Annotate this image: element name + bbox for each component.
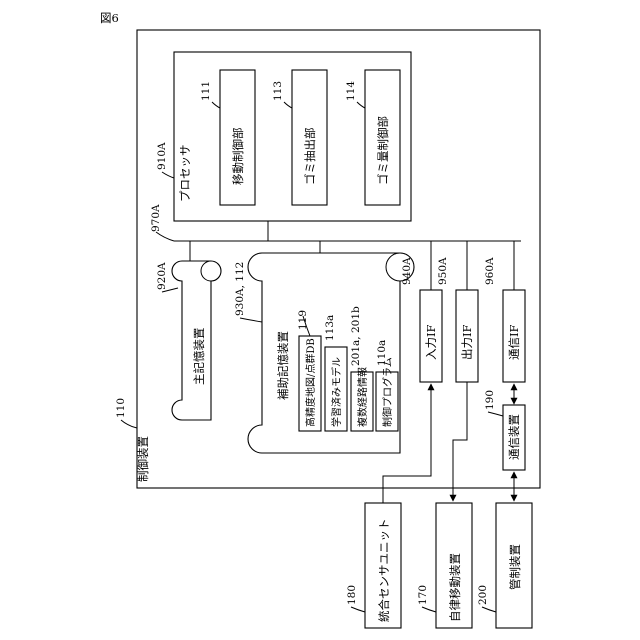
garbage-extract-ref: 113 (272, 81, 284, 101)
processor-label: プロセッサ (178, 145, 192, 203)
processor-ref: 910A (156, 142, 168, 170)
aux-storage-ref: 930A, 112 (234, 262, 246, 316)
input-if-ref: 940A (401, 257, 413, 285)
main-storage-ref: 920A (156, 262, 168, 290)
multi-route-ref: 201a, 201b (350, 306, 362, 366)
control-device-ref: 110 (115, 398, 127, 418)
aux-storage-label: 補助記憶装置 (276, 331, 290, 400)
management-device-label: 管制装置 (508, 544, 522, 590)
management-device-leader (482, 607, 496, 612)
autonomous-device-label: 自律移動装置 (448, 553, 462, 622)
garbage-amount-ref: 114 (345, 81, 357, 101)
output-if-label: 出力IF (460, 324, 474, 360)
hd-map-ref: 119 (297, 310, 309, 330)
autonomous-device-ref: 170 (417, 585, 429, 605)
comm-device-ref: 190 (484, 390, 496, 410)
sensor-unit-ref: 180 (346, 585, 358, 605)
main-storage-label: 主記憶装置 (192, 328, 206, 386)
garbage-amount-label: ゴミ量制御部 (376, 116, 390, 185)
control-device-leader (121, 420, 137, 428)
multi-route-label: 複数経路情報 (356, 367, 369, 427)
sensor-unit-label: 統合センサユニット (377, 519, 391, 623)
comm-device-label: 通信装置 (507, 414, 521, 460)
comm-if-label: 通信IF (507, 324, 521, 360)
figure-label: 図6 (100, 11, 119, 25)
bus-ref: 970A (150, 204, 162, 232)
garbage-extract-label: ゴミ抽出部 (303, 128, 317, 186)
control-device-label: 制御装置 (136, 436, 150, 482)
movement-control-label: 移動制御部 (231, 128, 245, 186)
sensor-unit-leader (351, 607, 365, 612)
hd-map-label: 高精度地図/点群DB (304, 338, 317, 427)
control-program-ref: 110a (376, 340, 388, 366)
trained-model-ref: 113a (324, 315, 336, 341)
input-if-label: 入力IF (424, 324, 438, 360)
comm-if-ref: 960A (484, 257, 496, 285)
autonomous-device-leader (422, 607, 436, 612)
movement-control-ref: 111 (200, 81, 212, 101)
control-program-label: 制御プログラム (381, 357, 394, 427)
management-device-ref: 200 (477, 585, 489, 605)
trained-model-label: 学習済みモデル (330, 357, 343, 427)
output-if-ref: 950A (437, 257, 449, 285)
